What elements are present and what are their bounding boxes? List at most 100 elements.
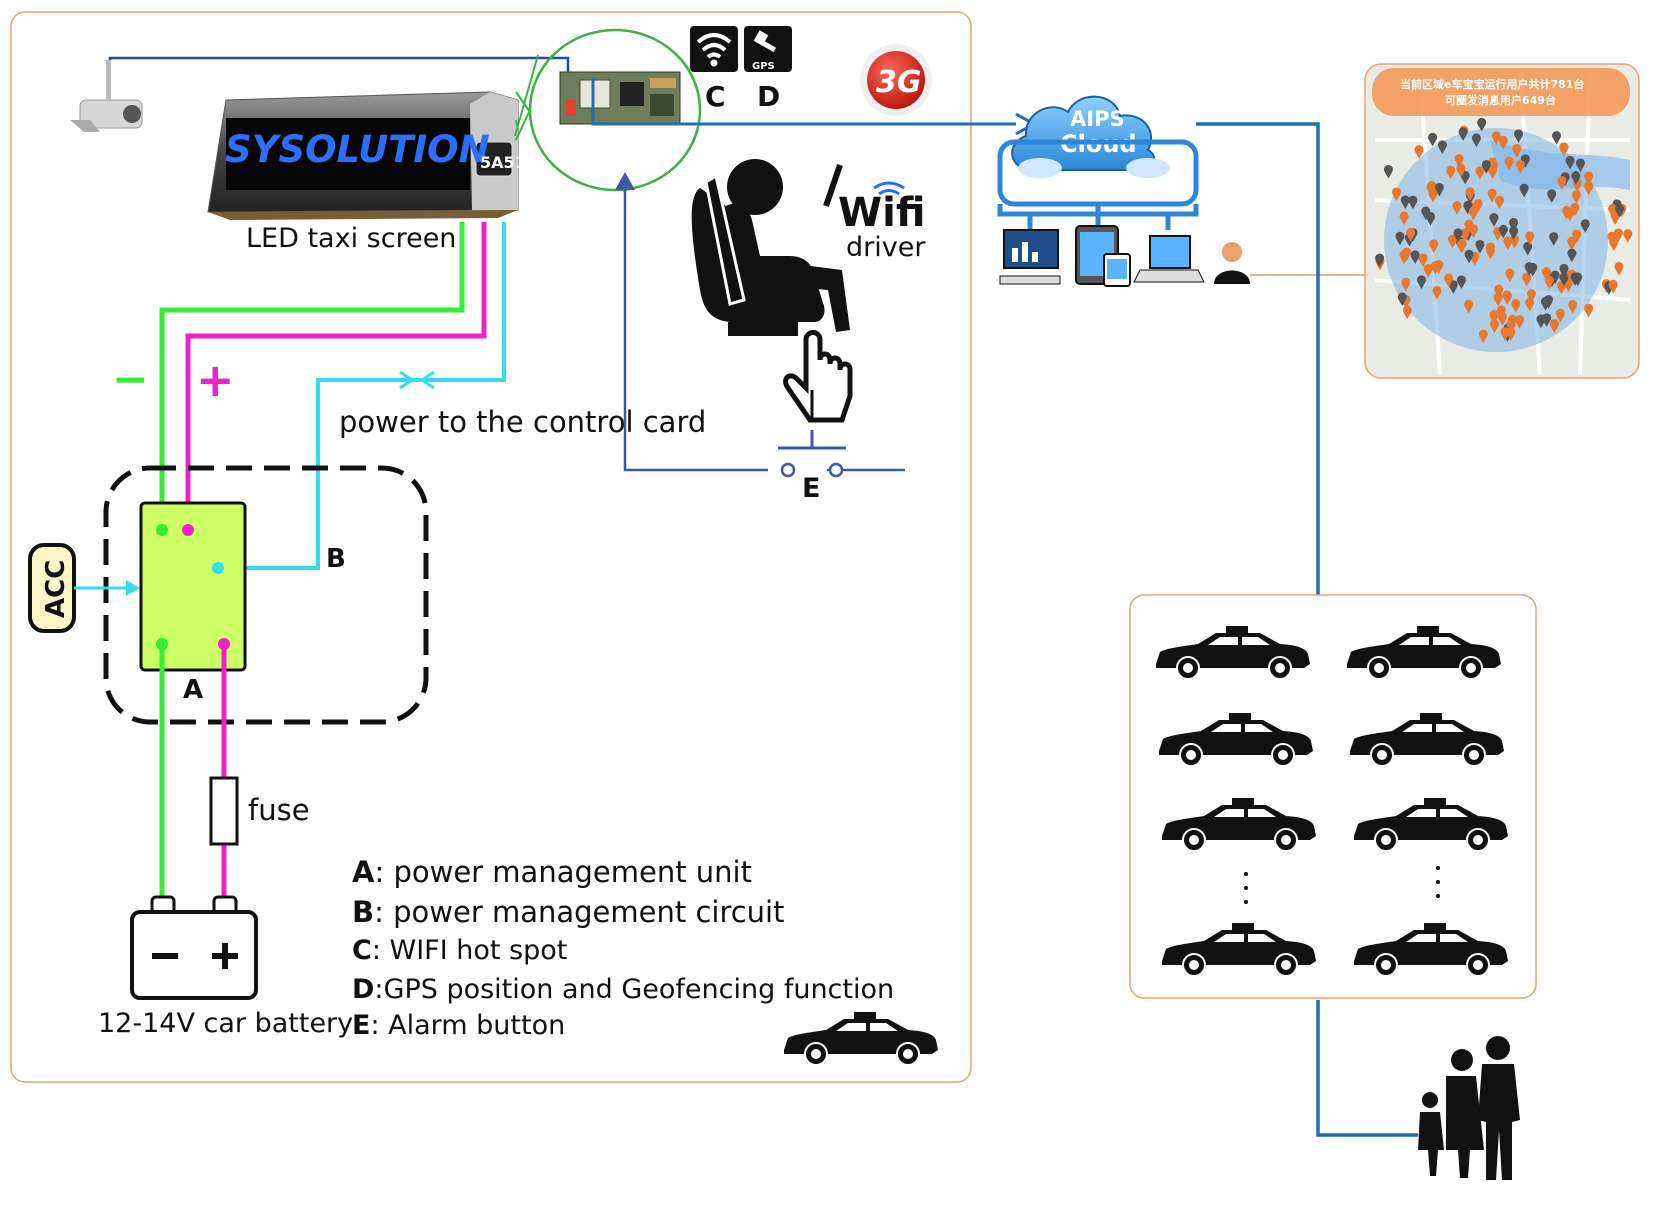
- map-pin-icon: [1522, 272, 1532, 287]
- map-pin-icon: [1471, 133, 1481, 148]
- map-pin-icon: [1570, 202, 1580, 217]
- map-pin-icon: [1557, 176, 1567, 190]
- fuse-label: fuse: [248, 793, 310, 827]
- svg-text:GPS: GPS: [752, 61, 775, 72]
- wifi-hotspot-icon: [690, 26, 738, 72]
- legend-row-b: B: power management circuit: [352, 895, 784, 929]
- taxi-fleet-panel: [1129, 594, 1537, 999]
- map-pin-icon: [1575, 158, 1585, 173]
- map-pin-icon: [1614, 262, 1624, 276]
- svg-text:3G: 3G: [876, 65, 922, 100]
- map-pin-icon: [1456, 163, 1466, 178]
- screen-badge: 5A51: [480, 153, 526, 172]
- map-pin-icon: [1515, 160, 1525, 174]
- map-pin-icon: [1505, 268, 1515, 283]
- map-banner-line1: 当前区域e车宝宝运行用户共计781台: [1400, 77, 1584, 91]
- map-pin-icon: [1509, 217, 1519, 232]
- map-pin-icon: [1475, 166, 1485, 180]
- map-pin-icon: [1550, 270, 1560, 285]
- map-pin-icon: [1485, 242, 1495, 257]
- map-pin-icon: [1400, 195, 1410, 209]
- map-pin-icon: [1468, 206, 1478, 221]
- monitor-icon: [999, 229, 1061, 285]
- map-pin-icon: [1510, 234, 1520, 249]
- map-pin-icon: [1503, 236, 1513, 250]
- map-pin-icon: [1542, 313, 1552, 327]
- map-pin-icon: [1458, 127, 1468, 141]
- map-pin-icon: [1504, 156, 1514, 171]
- map-pin-icon: [1524, 262, 1534, 276]
- legend-row-c: C: WIFI hot spot: [352, 935, 567, 966]
- map-pin-icon: [1515, 315, 1525, 329]
- map-pin-icon: [1460, 228, 1470, 243]
- map-pin-icon: [1584, 303, 1594, 318]
- map-pin-icon: [1491, 131, 1501, 145]
- map-pin-icon: [1559, 142, 1569, 157]
- map-pin-icon: [1426, 212, 1436, 226]
- battery-label: 12-14V car battery: [98, 1008, 353, 1039]
- map-pin-icon: [1444, 273, 1454, 288]
- map-pin-icon: [1584, 181, 1594, 196]
- map-pin-icon: [1489, 213, 1499, 227]
- legend-row-d: D:GPS position and Geofencing function: [352, 974, 894, 1005]
- map-pin-icon: [1453, 228, 1463, 242]
- map-pin-icon: [1487, 188, 1497, 203]
- tablet-phone-icon: [1075, 225, 1131, 287]
- map-pin-icon: [1408, 195, 1418, 210]
- driver-seat-icon: [691, 159, 850, 336]
- map-pin-icon: [1457, 239, 1467, 253]
- map-pin-icon: [1498, 224, 1508, 239]
- map-pin-icon: [1565, 155, 1575, 170]
- map-pin-icon: [1555, 308, 1565, 323]
- map-pin-icon: [1580, 219, 1590, 233]
- map-pin-icon: [1383, 164, 1393, 179]
- map-pin-icon: [1493, 292, 1503, 307]
- map-pin-icon: [1421, 206, 1431, 221]
- gps-icon: GPS: [744, 26, 792, 72]
- map-pin-icon: [1464, 299, 1474, 314]
- map-pin-icon: [1547, 189, 1557, 203]
- map-pin-icon: [1525, 231, 1535, 246]
- legend-row-e: E: Alarm button: [352, 1010, 565, 1041]
- map-pin-icon: [1429, 239, 1439, 254]
- fuse-icon: [209, 776, 239, 846]
- passengers-family-icon: [1418, 1036, 1520, 1180]
- map-pin-icon: [1401, 277, 1411, 292]
- pointing-hand-icon: [783, 330, 853, 423]
- map-pin-icon: [1475, 239, 1485, 254]
- label-c: C: [705, 80, 726, 113]
- screen-brand: SYSOLUTION: [225, 128, 490, 171]
- map-pin-icon: [1423, 264, 1433, 278]
- map-pin-icon: [1608, 279, 1618, 294]
- map-pin-icon: [1609, 237, 1619, 252]
- map-pin-icon: [1549, 319, 1559, 333]
- map-pin-icon: [1418, 253, 1428, 268]
- map-pin-icon: [1428, 188, 1438, 203]
- map-pin-icon: [1623, 229, 1633, 243]
- map-pin-icon: [1391, 187, 1401, 202]
- map-pin-icon: [1512, 144, 1522, 158]
- map-pin-icon: [1416, 275, 1426, 289]
- map-pin-icon: [1509, 226, 1519, 240]
- map-pin-icon: [1511, 299, 1521, 313]
- map-pin-icon: [1503, 291, 1513, 305]
- map-pin-icon: [1428, 132, 1438, 147]
- map-pin-icon: [1541, 267, 1551, 281]
- map-pin-icon: [1562, 205, 1572, 220]
- map-pin-icon: [1402, 305, 1412, 320]
- map-pin-icon: [1495, 195, 1505, 210]
- map-banner-line2: 可圈发消息用户649台: [1445, 93, 1556, 107]
- map-pin-icon: [1456, 275, 1466, 290]
- map-pin-icon: [1375, 253, 1385, 268]
- plus-sign: +: [196, 353, 235, 407]
- led-taxi-screen: [207, 91, 519, 220]
- map-pin-icon: [1567, 248, 1577, 263]
- map-pin-icon: [1571, 171, 1581, 185]
- main-panel: [10, 11, 972, 1083]
- map-pin-icon: [1448, 280, 1458, 294]
- map-pin-icon: [1430, 261, 1440, 275]
- map-pin-icon: [1488, 160, 1498, 175]
- map-pin-icon: [1572, 229, 1582, 244]
- map-pin-icon: [1570, 272, 1580, 286]
- map-pin-icon: [1520, 154, 1530, 168]
